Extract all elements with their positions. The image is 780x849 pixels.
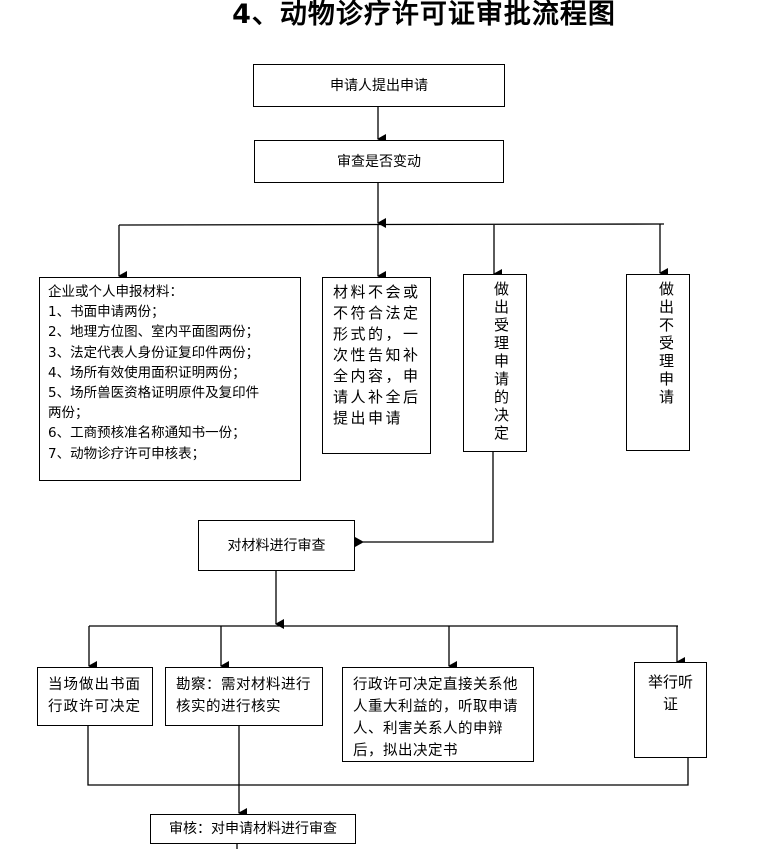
- materials-item: 7、动物诊疗许可申核表；: [48, 445, 206, 462]
- check-change-box: 审查是否变动: [254, 140, 504, 183]
- incomplete-materials-box: 材料不会或不符合法定形式的，一次性告知补全内容，申请人补全后提出申请: [322, 277, 431, 454]
- incomplete-materials-label: 材料不会或不符合法定形式的，一次性告知补全内容，申请人补全后提出申请: [333, 283, 421, 427]
- materials-item: 5、场所兽医资格证明原件及复印件: [48, 385, 260, 402]
- materials-heading: 企业或个人申报材料：: [48, 284, 183, 300]
- hold-hearing-box: 举行听证: [634, 662, 707, 758]
- materials-item: 1、书面申请两份；: [48, 304, 165, 321]
- hold-hearing-label: 举行听证: [647, 673, 693, 713]
- hearing-rights-box: 行政许可决定直接关系他人重大利益的，听取申请人、利害关系人的申辩后，拟出决定书: [342, 667, 534, 762]
- materials-item: 6、工商预核准名称通知书一份；: [48, 425, 246, 442]
- check-change-label: 审查是否变动: [337, 153, 421, 170]
- reject-decision-label: 做出不受理申请: [657, 281, 675, 407]
- review-materials-box: 对材料进行审查: [198, 520, 355, 571]
- arrow-accept-to-review: [355, 451, 494, 547]
- apply-label: 申请人提出申请: [330, 77, 428, 94]
- onsite-decision-box: 当场做出书面行政许可决定: [37, 667, 153, 726]
- merge-line-onsite: [87, 725, 689, 786]
- inspection-box: 勘察：需对材料进行核实的进行核实: [165, 667, 323, 726]
- hearing-rights-label: 行政许可决定直接关系他人重大利益的，听取申请人、利害关系人的申辩后，拟出决定书: [353, 677, 518, 759]
- materials-item: 3、法定代表人身份证复印件两份；: [48, 344, 260, 361]
- accept-decision-label: 做出受理申请的决定: [492, 281, 510, 443]
- materials-item: 4、场所有效使用面积证明两份；: [48, 364, 246, 381]
- review-materials-label: 对材料进行审查: [227, 537, 326, 554]
- materials-item: 2、地理方位图、室内平面图两份；: [48, 324, 260, 341]
- diagram-title: 4、动物诊疗许可证审批流程图: [232, 0, 616, 30]
- branch-line-top: [118, 223, 665, 226]
- audit-label: 审核：对申请材料进行审查: [169, 821, 337, 837]
- accept-decision-box: 做出受理申请的决定: [463, 274, 527, 452]
- materials-item: 两份；: [48, 405, 89, 422]
- reject-decision-box: 做出不受理申请: [626, 274, 690, 451]
- onsite-decision-label: 当场做出书面行政许可决定: [48, 677, 141, 715]
- apply-box: 申请人提出申请: [253, 64, 505, 107]
- materials-box: 企业或个人申报材料： 1、书面申请两份； 2、地理方位图、室内平面图两份； 3、…: [39, 277, 301, 481]
- inspection-label: 勘察：需对材料进行核实的进行核实: [176, 677, 311, 715]
- audit-box: 审核：对申请材料进行审查: [150, 814, 356, 844]
